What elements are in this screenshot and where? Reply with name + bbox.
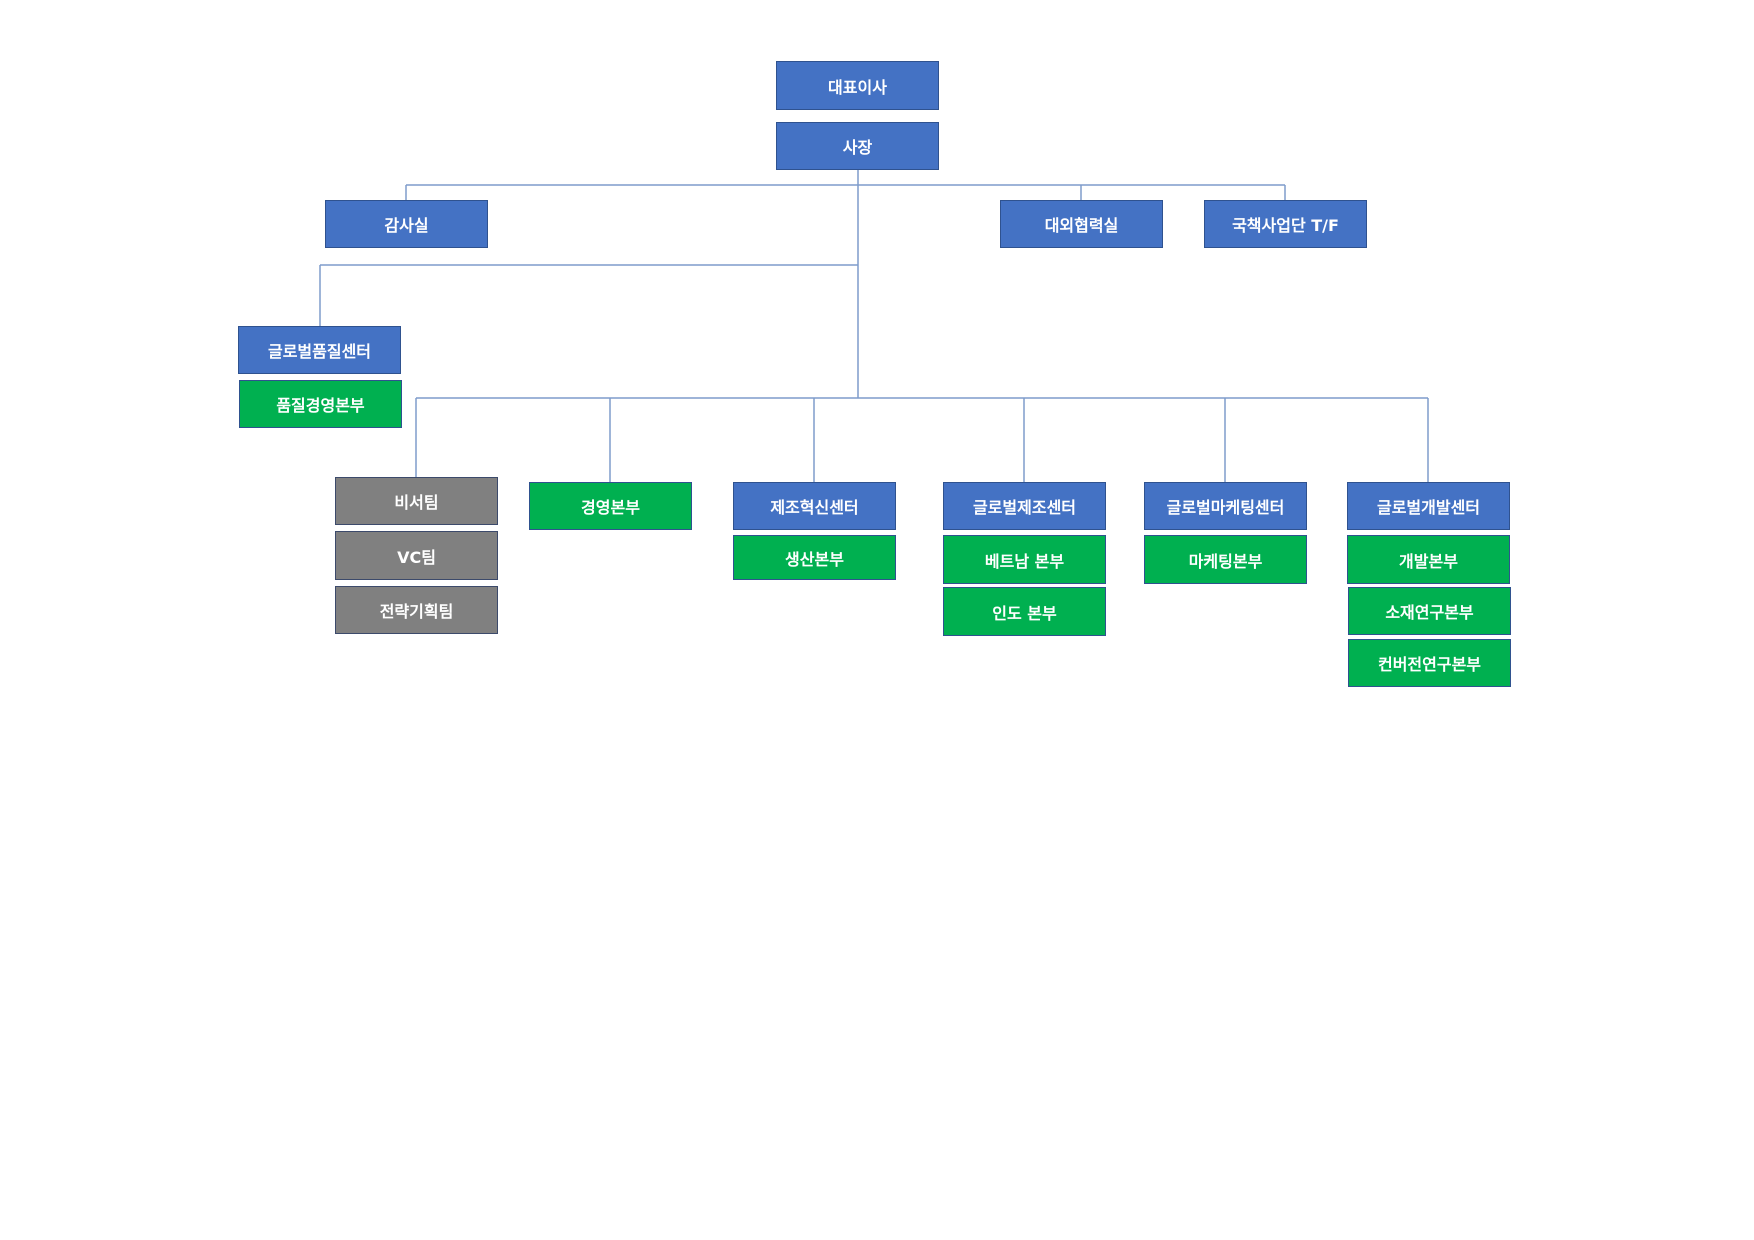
vc-team-box: VC팀	[335, 531, 498, 580]
secretary-team-box: 비서팀	[335, 477, 498, 525]
audit-box: 감사실	[325, 200, 488, 248]
production-hq-box: 생산본부	[733, 535, 896, 580]
vietnam-hq-box: 베트남 본부	[943, 535, 1106, 584]
marketing-hq-box: 마케팅본부	[1144, 535, 1307, 584]
president-box: 사장	[776, 122, 939, 170]
converter-research-hq-box: 컨버전연구본부	[1348, 639, 1511, 687]
ceo-box: 대표이사	[776, 61, 939, 110]
global-dev-center-box: 글로벌개발센터	[1347, 482, 1510, 530]
global-marketing-center-box: 글로벌마케팅센터	[1144, 482, 1307, 530]
dev-hq-box: 개발본부	[1347, 535, 1510, 584]
management-hq-box: 경영본부	[529, 482, 692, 530]
mfg-innovation-center-box: 제조혁신센터	[733, 482, 896, 530]
strategy-team-box: 전략기획팀	[335, 586, 498, 634]
global-mfg-center-box: 글로벌제조센터	[943, 482, 1106, 530]
materials-research-hq-box: 소재연구본부	[1348, 587, 1511, 635]
quality-mgmt-box: 품질경영본부	[239, 380, 402, 428]
india-hq-box: 인도 본부	[943, 587, 1106, 636]
quality-center-box: 글로벌품질센터	[238, 326, 401, 374]
external-affairs-box: 대외협력실	[1000, 200, 1163, 248]
national-project-tf-box: 국책사업단 T/F	[1204, 200, 1367, 248]
